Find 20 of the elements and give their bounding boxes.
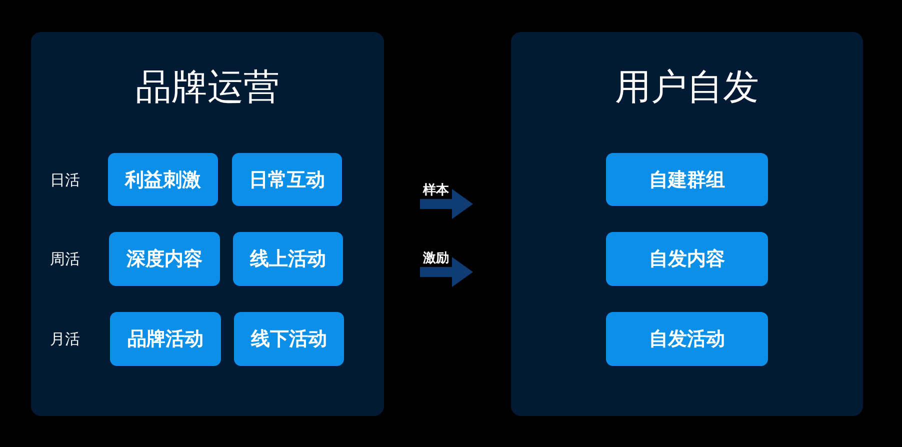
panel	[511, 32, 863, 416]
arrow	[420, 189, 473, 219]
activity-box: 深度内容	[109, 232, 220, 286]
panel	[31, 32, 384, 416]
activity-box: 线上活动	[233, 232, 343, 286]
activity-box: 利益刺激	[108, 153, 218, 206]
activity-box: 自建群组	[606, 153, 768, 206]
activity-box: 品牌活动	[110, 312, 221, 366]
edge-label: 激励	[422, 251, 450, 266]
activity-box: 自发内容	[606, 232, 768, 286]
arrow	[420, 257, 473, 287]
row-label: 日活	[50, 170, 80, 190]
row-label: 周活	[50, 249, 80, 269]
row-label: 月活	[50, 329, 80, 349]
activity-box: 自发活动	[606, 312, 768, 366]
edge-label: 样本	[422, 183, 450, 198]
activity-box: 日常互动	[232, 153, 342, 206]
panel-title: 品牌运营	[134, 68, 280, 108]
activity-box: 线下活动	[234, 312, 344, 366]
panel-title: 用户自发	[614, 68, 760, 108]
